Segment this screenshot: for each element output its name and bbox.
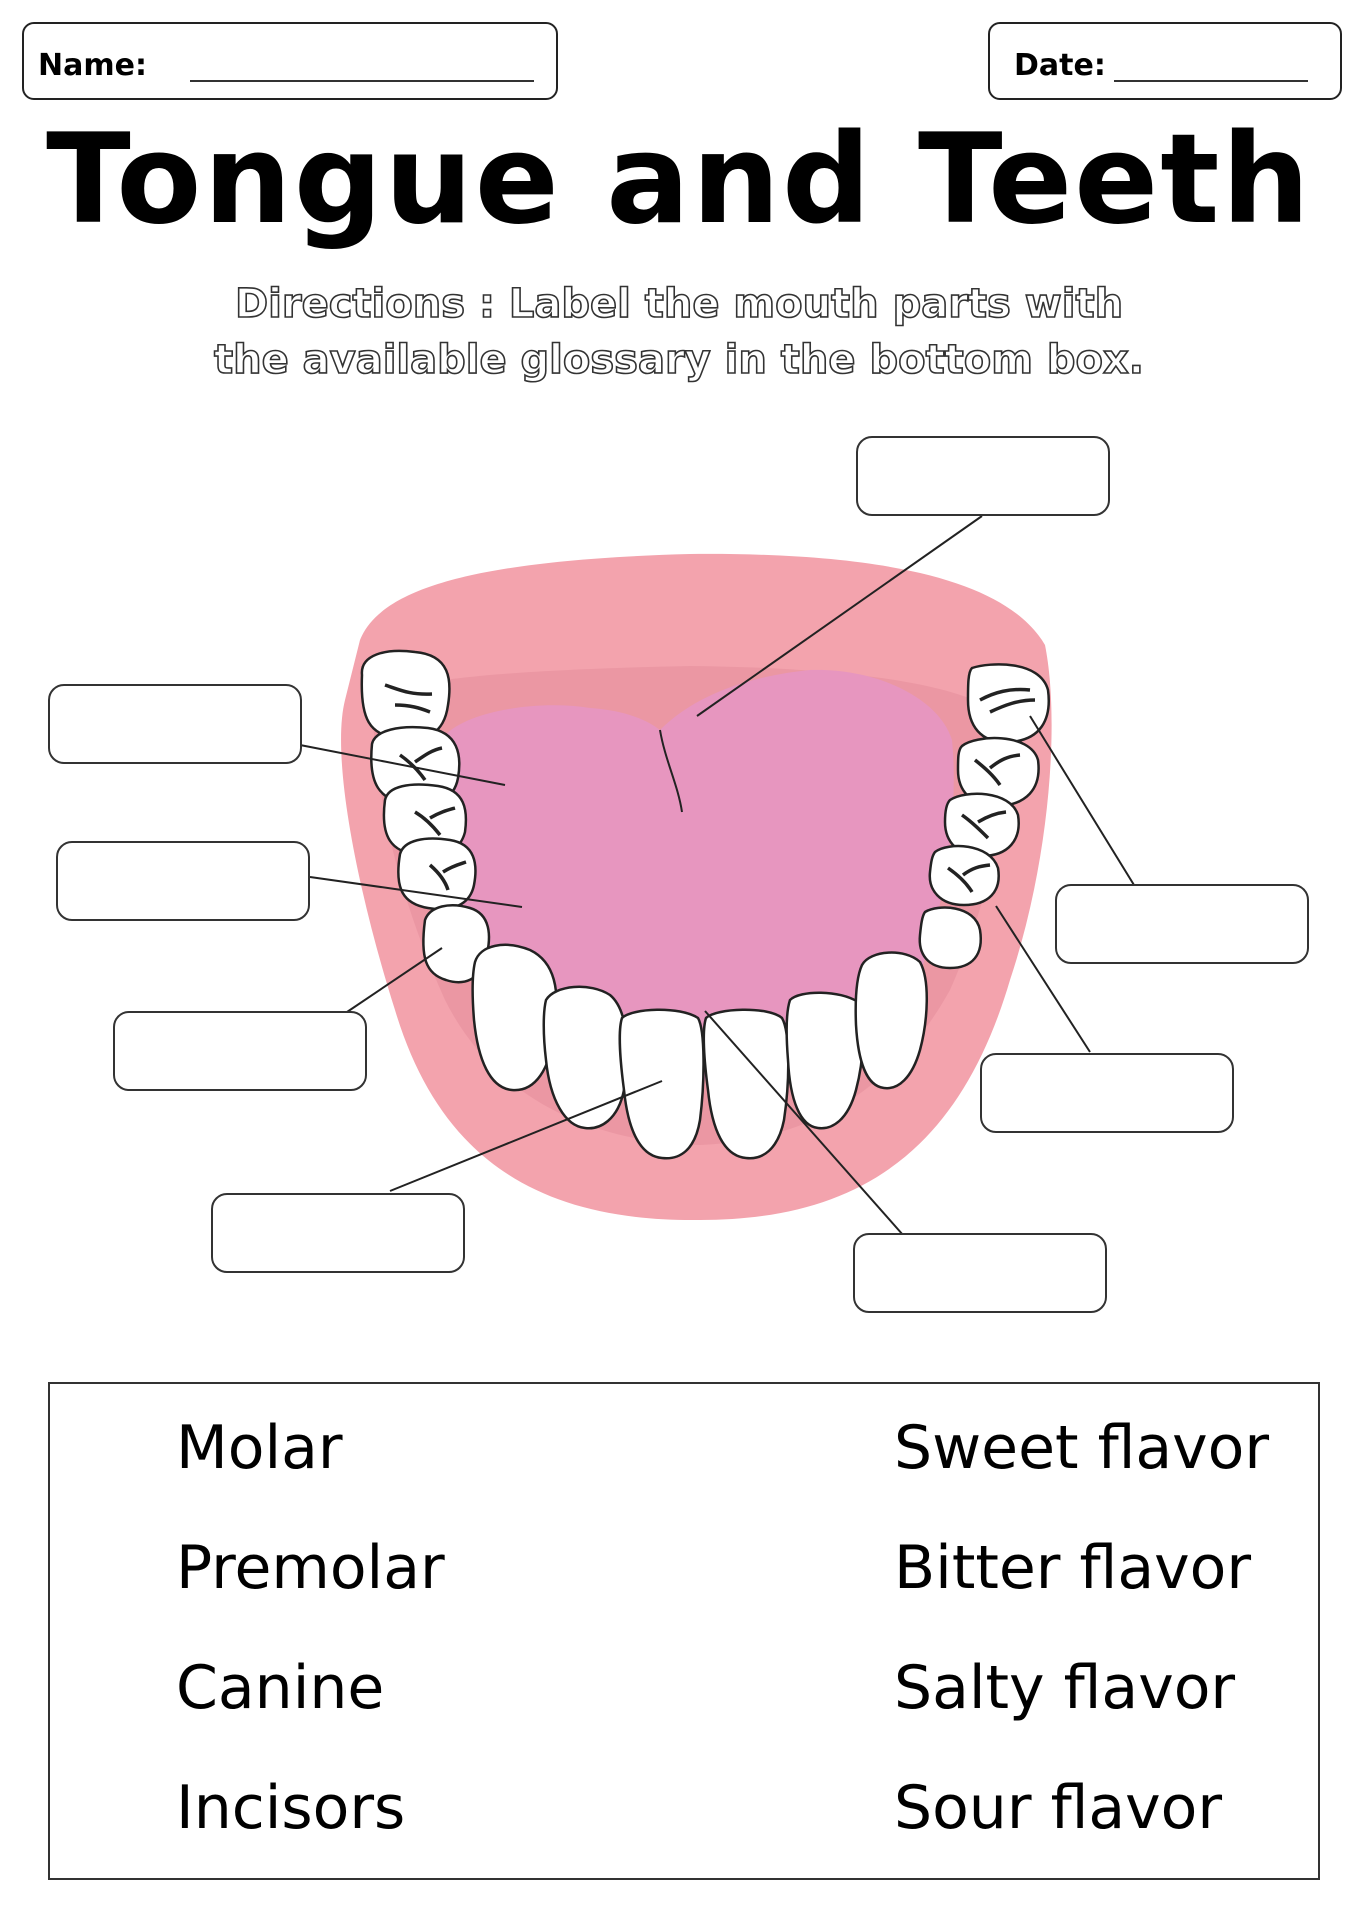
label-box-tongue-top[interactable] [856, 436, 1110, 516]
left-molar-fissures [384, 683, 467, 891]
leader-lines [299, 515, 1135, 1236]
directions-line-2: the available glossary in the bottom box… [213, 337, 1145, 383]
label-box-right-2[interactable] [980, 1053, 1234, 1133]
glossary-term: Canine [176, 1653, 385, 1723]
label-box-right-1[interactable] [1055, 884, 1309, 964]
glossary-term: Bitter flavor [894, 1533, 1251, 1603]
tongue-midline [659, 729, 683, 813]
glossary-box: Molar Premolar Canine Incisors Sweet fla… [48, 1382, 1320, 1880]
glossary-term: Molar [176, 1413, 343, 1483]
label-box-left-3[interactable] [113, 1011, 367, 1091]
date-field[interactable] [1114, 80, 1308, 82]
directions-line-1: Directions : Label the mouth parts with [234, 281, 1124, 327]
glossary-term: Premolar [176, 1533, 445, 1603]
label-box-left-2[interactable] [56, 841, 310, 921]
glossary-term: Salty flavor [894, 1653, 1236, 1723]
date-label: Date: [1014, 48, 1106, 83]
name-field[interactable] [190, 80, 534, 82]
label-box-right-3[interactable] [853, 1233, 1107, 1313]
glossary-term: Incisors [176, 1773, 406, 1843]
name-label: Name: [38, 48, 147, 83]
glossary-term: Sour flavor [894, 1773, 1223, 1843]
tongue [444, 669, 954, 1080]
right-molar-fissures [946, 687, 1036, 893]
page-title: Tongue and Teeth [46, 108, 1312, 252]
name-box: Name: [22, 22, 558, 100]
label-box-left-1[interactable] [48, 684, 302, 764]
label-box-left-4[interactable] [211, 1193, 465, 1273]
glossary-term: Sweet flavor [894, 1413, 1270, 1483]
date-box: Date: [988, 22, 1342, 100]
front-teeth [471, 943, 928, 1160]
